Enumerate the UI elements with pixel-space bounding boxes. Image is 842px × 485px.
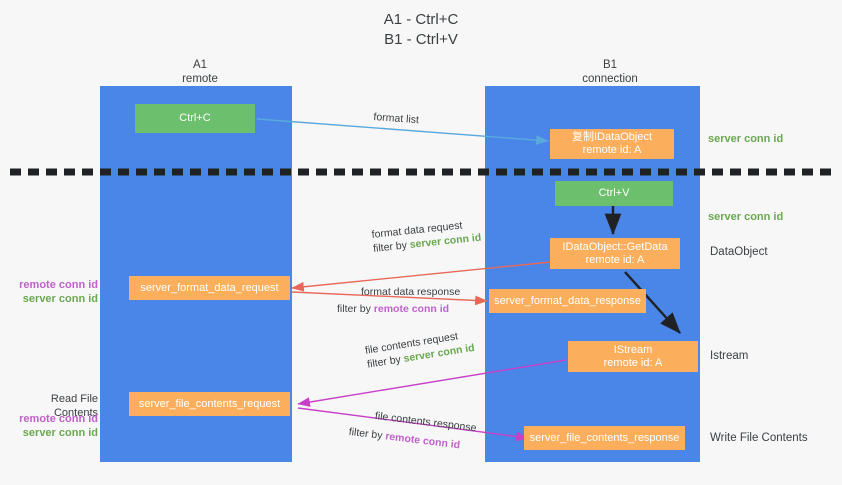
box-server-format-data-request-label: server_format_data_request: [140, 281, 279, 294]
left-note-server-conn-id-2: server conn id: [22, 427, 98, 439]
box-server-file-contents-response[interactable]: server_file_contents_response: [524, 426, 685, 450]
box-ctrl-v-label: Ctrl+V: [598, 187, 630, 199]
box-server-format-data-request[interactable]: server_format_data_request: [129, 276, 290, 300]
lane-b1-name: B1: [602, 59, 618, 71]
lane-header-a1: A1 remote: [140, 58, 260, 86]
box-ctrl-v[interactable]: Ctrl+V: [555, 181, 673, 206]
filter-value-remote-conn-id: remote conn id: [373, 303, 450, 315]
arrow-format-data-request: [291, 261, 552, 292]
box-copy-idataobject[interactable]: 复制IDataObject remote id: A: [550, 129, 674, 159]
box-server-format-data-response-label: server_format_data_response: [494, 294, 641, 307]
filter-prefix: filter by: [372, 239, 411, 255]
title-line-1: A1 - Ctrl+C: [383, 11, 459, 28]
right-note-istream: Istream: [710, 350, 749, 362]
right-note-server-conn-id-top: server conn id: [708, 133, 784, 145]
edge-label-format-list-text: format list: [373, 110, 420, 127]
arrow-getdata-to-istream: [624, 271, 681, 334]
right-note-server-conn-id-second: server conn id: [708, 211, 784, 223]
arrow-format-data-response: [291, 291, 488, 306]
box-ctrl-c-label: Ctrl+C: [179, 112, 211, 124]
box-server-format-data-response[interactable]: server_format_data_response: [489, 289, 646, 313]
edge-label-format-data-response: format data response filter by remote co…: [337, 285, 460, 316]
lane-b1-sub: connection: [582, 73, 638, 85]
box-idataobject-getdata[interactable]: IDataObject::GetData remote id: A: [550, 238, 680, 269]
left-note-conn-ids-1: remote conn id server conn id: [8, 278, 98, 306]
left-note-read-file-contents: Read File Contents: [50, 393, 98, 419]
lane-header-b1: B1 connection: [540, 58, 680, 86]
filter-prefix: filter by: [337, 303, 374, 315]
right-note-write-file-contents: Write File Contents: [710, 432, 808, 444]
arrow-file-contents-request: [297, 359, 567, 407]
left-note-server-conn-id-1: server conn id: [22, 293, 98, 305]
box-istream[interactable]: IStream remote id: A: [568, 341, 698, 372]
lane-a1-name: A1: [192, 59, 208, 71]
box-server-file-contents-response-label: server_file_contents_response: [529, 431, 680, 444]
lane-a1-sub: remote: [182, 73, 218, 85]
left-note-conn-ids-2: remote conn id server conn id: [8, 412, 98, 440]
box-istream-line2: remote id: A: [603, 356, 663, 369]
title-line-2: B1 - Ctrl+V: [384, 31, 458, 48]
page-title: A1 - Ctrl+C B1 - Ctrl+V: [0, 10, 842, 50]
box-server-file-contents-request[interactable]: server_file_contents_request: [129, 392, 290, 416]
box-copy-idataobject-line1: 复制IDataObject: [571, 131, 653, 143]
edge-label-format-data-response-text: format data response: [361, 286, 461, 298]
box-getdata-line1: IDataObject::GetData: [562, 240, 668, 253]
box-server-file-contents-request-label: server_file_contents_request: [138, 397, 281, 410]
left-note-remote-conn-id-1: remote conn id: [19, 279, 98, 291]
right-note-dataobject: DataObject: [710, 246, 768, 258]
arrow-format-list: [256, 118, 549, 145]
box-getdata-line2: remote id: A: [585, 253, 645, 266]
box-copy-idataobject-line2: remote id: A: [582, 144, 642, 156]
arrow-file-contents-response: [297, 407, 529, 442]
box-ctrl-c[interactable]: Ctrl+C: [135, 104, 255, 133]
left-note-remote-conn-id-2: remote conn id: [19, 413, 98, 425]
box-istream-line1: IStream: [613, 343, 653, 356]
left-note-read-file-contents-group: Read File Contents: [4, 392, 98, 420]
edge-label-format-data-response-filter: filter by remote conn id: [337, 302, 460, 316]
